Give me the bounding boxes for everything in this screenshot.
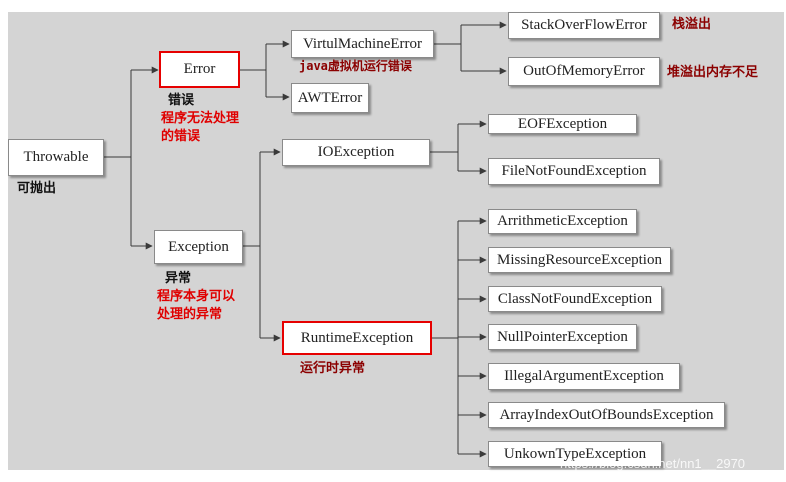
arithmetic-exception-label: ArrithmeticException [497, 213, 628, 229]
out-of-memory-error-node: OutOfMemoryError [508, 57, 660, 86]
throwable-node: Throwable [8, 139, 104, 176]
out-of-memory-note: 堆溢出内存不足 [667, 65, 759, 80]
stack-overflow-note: 栈溢出 [672, 17, 712, 32]
error-node: Error [159, 51, 240, 88]
arithmetic-exception-node: ArrithmeticException [488, 209, 637, 234]
array-index-out-of-bounds-exception-node: ArrayIndexOutOfBoundsException [488, 402, 725, 428]
missing-resource-exception-label: MissingResourceException [497, 251, 662, 268]
file-not-found-exception-node: FileNotFoundException [488, 158, 660, 185]
array-index-out-of-bounds-exception-label: ArrayIndexOutOfBoundsException [499, 406, 714, 423]
null-pointer-exception-label: NullPointerException [497, 328, 628, 345]
unkown-type-exception-node: UnkownTypeException [488, 441, 662, 467]
error-desc-line1: 程序无法处理 [161, 111, 240, 126]
null-pointer-exception-node: NullPointerException [488, 324, 637, 350]
missing-resource-exception-node: MissingResourceException [488, 247, 671, 273]
io-exception-node: IOException [282, 139, 430, 166]
vm-error-note: java虚拟机运行错误 [299, 59, 412, 73]
exception-note: 异常 [165, 271, 192, 286]
watermark: https://blog.csdn.net/nn1__2970 [560, 456, 746, 471]
virtual-machine-error-label: VirtulMachineError [302, 35, 423, 52]
stack-overflow-error-node: StackOverFlowError [508, 12, 660, 39]
class-not-found-exception-label: ClassNotFoundException [497, 290, 653, 307]
awt-error-label: AWTError [297, 89, 363, 106]
illegal-argument-exception-label: IllegalArgumentException [504, 368, 664, 384]
awt-error-node: AWTError [291, 83, 369, 113]
runtime-note: 运行时异常 [300, 361, 366, 376]
throwable-note: 可抛出 [17, 181, 57, 196]
throwable-label: Throwable [23, 149, 89, 165]
file-not-found-exception-label: FileNotFoundException [501, 163, 647, 179]
illegal-argument-exception-node: IllegalArgumentException [488, 363, 680, 390]
stack-overflow-error-label: StackOverFlowError [521, 17, 647, 33]
eof-exception-label: EOFException [517, 115, 608, 132]
unkown-type-exception-label: UnkownTypeException [503, 445, 647, 462]
runtime-exception-node: RuntimeException [282, 321, 432, 355]
error-note: 错误 [168, 93, 195, 108]
exception-desc-line2: 处理的异常 [157, 307, 223, 322]
out-of-memory-error-label: OutOfMemoryError [523, 63, 645, 79]
exception-node: Exception [154, 230, 243, 264]
error-desc-line2: 的错误 [161, 129, 201, 144]
exception-label: Exception [168, 238, 229, 255]
error-label: Error [183, 61, 216, 77]
exception-desc-line1: 程序本身可以 [157, 289, 236, 304]
virtual-machine-error-node: VirtulMachineError [291, 30, 434, 58]
runtime-exception-label: RuntimeException [300, 329, 414, 346]
diagram-background [8, 12, 784, 470]
io-exception-label: IOException [317, 144, 395, 160]
class-not-found-exception-node: ClassNotFoundException [488, 286, 662, 312]
eof-exception-node: EOFException [488, 114, 637, 134]
